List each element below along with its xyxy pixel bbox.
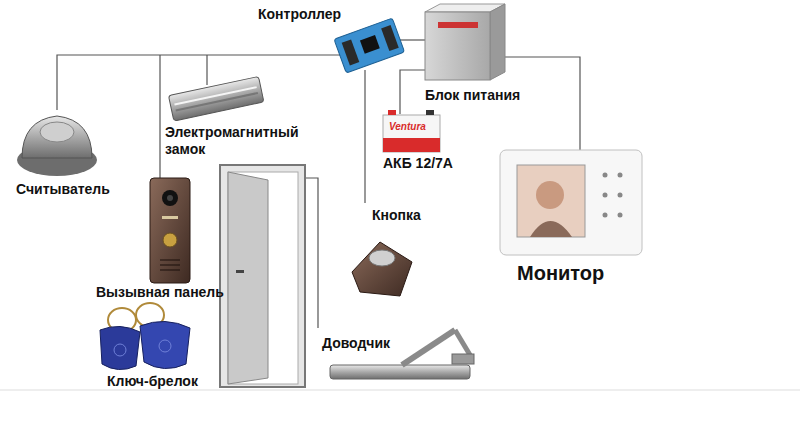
bottom-rule bbox=[0, 390, 800, 391]
reader bbox=[17, 116, 97, 176]
brand-label: Ventura bbox=[389, 121, 426, 133]
lock-label: Электромагнитный замок bbox=[165, 124, 305, 158]
door-closer-label: Доводчик bbox=[322, 335, 390, 352]
magnetic-lock bbox=[168, 76, 263, 121]
key-fob-label: Ключ-брелок bbox=[107, 373, 198, 390]
battery bbox=[383, 110, 440, 152]
monitor bbox=[500, 150, 642, 255]
controller-label: Контроллер bbox=[258, 6, 341, 23]
reader-label: Считыватель bbox=[16, 181, 110, 198]
power-supply bbox=[425, 4, 505, 80]
exit-button bbox=[352, 242, 412, 296]
battery-label: АКБ 12/7А bbox=[383, 155, 453, 172]
power-supply-label: Блок питания bbox=[425, 87, 520, 104]
key-fobs bbox=[100, 303, 190, 370]
button-label: Кнопка bbox=[372, 207, 421, 224]
controller-board bbox=[334, 18, 405, 73]
call-panel bbox=[150, 178, 190, 283]
monitor-label: Монитор bbox=[517, 261, 604, 285]
door bbox=[220, 165, 305, 387]
call-panel-label: Вызывная панель bbox=[96, 284, 224, 301]
